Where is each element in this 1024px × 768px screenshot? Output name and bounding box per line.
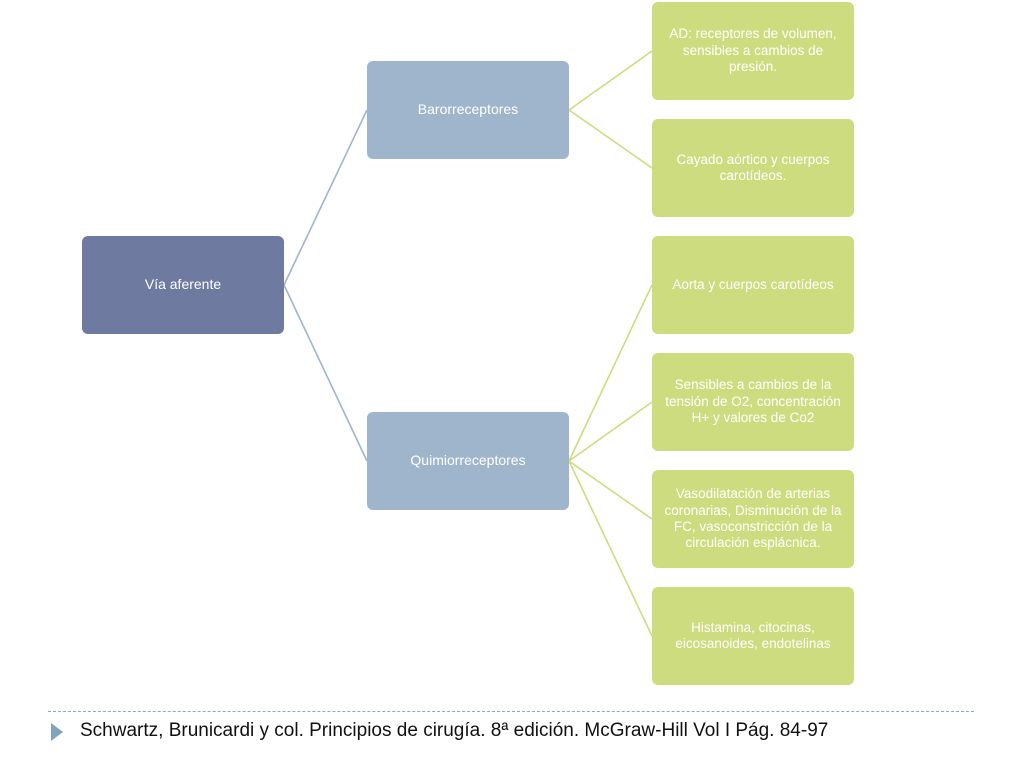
- branch-node-label: Quimiorreceptores: [410, 452, 526, 469]
- branch-node-barorreceptores: Barorreceptores: [367, 61, 569, 159]
- leaf-node-label: Aorta y cuerpos carotídeos: [672, 276, 834, 292]
- root-node-label: Vía aferente: [144, 276, 222, 293]
- connector-root-quimio: [283, 284, 368, 462]
- leaf-node-label: Cayado aórtico y cuerpos carotídeos.: [676, 151, 830, 183]
- leaf-node-label: Sensibles a cambios de la tensión de O2,…: [665, 377, 841, 426]
- leaf-node-label: Vasodilatación de arterias coronarias, D…: [664, 486, 842, 551]
- branch-node-quimiorreceptores: Quimiorreceptores: [367, 412, 569, 510]
- branch-node-label: Barorreceptores: [417, 101, 519, 118]
- root-node-via-aferente: Vía aferente: [82, 236, 284, 334]
- leaf-node-cayado-aortico: Cayado aórtico y cuerpos carotídeos.: [652, 119, 854, 217]
- connector-quimio-leaf-1: [568, 284, 653, 462]
- leaf-node-sensibles-tension: Sensibles a cambios de la tensión de O2,…: [652, 353, 854, 451]
- leaf-node-vasodilatacion: Vasodilatación de arterias coronarias, D…: [652, 470, 854, 568]
- footer-citation: Schwartz, Brunicardi y col. Principios d…: [80, 720, 829, 741]
- connector-baro-leaf-1: [568, 50, 653, 111]
- connector-root-baro: [283, 109, 368, 286]
- connector-quimio-leaf-3: [568, 460, 653, 520]
- leaf-node-label: AD: receptores de volumen, sensibles a c…: [669, 26, 837, 75]
- leaf-node-label: Histamina, citocinas, eicosanoides, endo…: [675, 619, 831, 651]
- connector-quimio-leaf-4: [568, 460, 653, 637]
- connector-baro-leaf-2: [568, 109, 653, 169]
- leaf-node-aorta-cuerpos: Aorta y cuerpos carotídeos: [652, 236, 854, 334]
- leaf-node-ad-receptores: AD: receptores de volumen, sensibles a c…: [652, 2, 854, 100]
- connector-quimio-leaf-2: [568, 401, 653, 462]
- footer-divider: [48, 711, 974, 712]
- triangle-bullet-icon: [51, 723, 63, 741]
- leaf-node-histamina: Histamina, citocinas, eicosanoides, endo…: [652, 587, 854, 685]
